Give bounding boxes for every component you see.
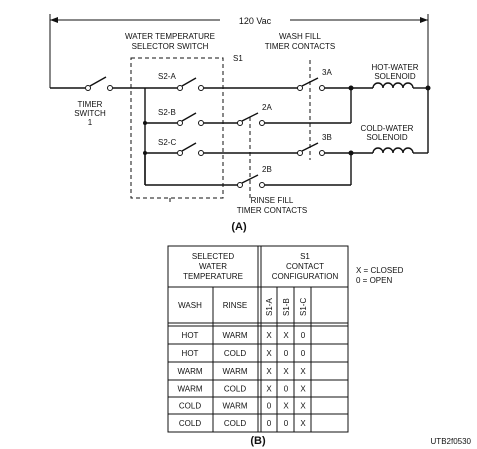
table-cell-wash: WARM bbox=[177, 385, 202, 394]
contact-2a-label: 2A bbox=[262, 103, 272, 112]
s2a-label: S2-A bbox=[158, 72, 176, 81]
supply-label: 120 Vac bbox=[239, 16, 272, 26]
table-cell-rinse: WARM bbox=[222, 402, 247, 411]
table-cell-rinse: COLD bbox=[224, 385, 246, 394]
table-cell-c: X bbox=[300, 385, 306, 394]
rinse-fill-label-2: TIMER CONTACTS bbox=[237, 206, 308, 215]
col-s1b: S1-B bbox=[282, 298, 291, 316]
col-wash: WASH bbox=[178, 301, 202, 310]
table-cell-wash: COLD bbox=[179, 402, 201, 411]
table-cell-c: X bbox=[300, 402, 306, 411]
caption-a: (A) bbox=[231, 221, 247, 233]
supply-dimension-line bbox=[49, 14, 429, 26]
header-selected-3: TEMPERATURE bbox=[183, 272, 243, 281]
selector-title-1: WATER TEMPERATURE bbox=[125, 32, 215, 41]
table-cell-a: 0 bbox=[267, 419, 272, 428]
table-cell-rinse: WARM bbox=[222, 367, 247, 376]
wash-fill-label-2: TIMER CONTACTS bbox=[265, 42, 336, 51]
table-cell-c: 0 bbox=[301, 349, 306, 358]
table-cell-c: 0 bbox=[301, 331, 306, 340]
header-selected-1: SELECTED bbox=[192, 252, 234, 261]
header-selected-2: WATER bbox=[199, 262, 227, 271]
selector-title-2: SELECTOR SWITCH bbox=[132, 42, 209, 51]
table-cell-b: 0 bbox=[284, 349, 289, 358]
table-cell-wash: HOT bbox=[182, 331, 199, 340]
figure-id: UTB2f0530 bbox=[431, 437, 472, 446]
timer-label-1: TIMER bbox=[78, 100, 103, 109]
table-cell-wash: HOT bbox=[182, 349, 199, 358]
table-cell-a: X bbox=[266, 349, 272, 358]
hot-water-solenoid bbox=[372, 82, 431, 91]
s1-label: S1 bbox=[233, 54, 243, 63]
hot-solenoid-label-1: HOT-WATER bbox=[371, 63, 418, 72]
table-cell-rinse: COLD bbox=[224, 419, 246, 428]
cold-solenoid-label-2: SOLENOID bbox=[366, 133, 408, 142]
timer-label-2: SWITCH bbox=[74, 109, 106, 118]
table-cell-b: X bbox=[283, 331, 289, 340]
table-cell-rinse: COLD bbox=[224, 349, 246, 358]
col-s1a: S1-A bbox=[265, 298, 274, 316]
caption-b: (B) bbox=[250, 435, 266, 447]
table-cell-a: X bbox=[266, 331, 272, 340]
hot-solenoid-label-2: SOLENOID bbox=[374, 72, 416, 81]
col-rinse: RINSE bbox=[223, 301, 247, 310]
timer-label-3: 1 bbox=[88, 118, 93, 127]
s2b-label: S2-B bbox=[158, 108, 176, 117]
legend-closed: X = CLOSED bbox=[356, 266, 404, 275]
header-contact: CONTACT bbox=[286, 262, 324, 271]
table-cell-wash: WARM bbox=[177, 367, 202, 376]
rinse-fill-label-1: RINSE FILL bbox=[251, 196, 294, 205]
contact-2b-label: 2B bbox=[262, 165, 272, 174]
table-cell-a: X bbox=[266, 367, 272, 376]
legend-open: 0 = OPEN bbox=[356, 276, 392, 285]
cold-solenoid-label-1: COLD-WATER bbox=[361, 124, 414, 133]
table-cell-b: X bbox=[283, 367, 289, 376]
contact-3a-label: 3A bbox=[322, 68, 332, 77]
s2c-label: S2-C bbox=[158, 138, 176, 147]
table-cell-b: 0 bbox=[284, 385, 289, 394]
table-cell-c: X bbox=[300, 419, 306, 428]
col-s1c: S1-C bbox=[299, 298, 308, 316]
timer-switch bbox=[50, 76, 145, 91]
table-cell-wash: COLD bbox=[179, 419, 201, 428]
contact-3b-label: 3B bbox=[322, 133, 332, 142]
header-configuration: CONFIGURATION bbox=[272, 272, 339, 281]
cold-water-solenoid bbox=[372, 147, 414, 154]
table-cell-rinse: WARM bbox=[222, 331, 247, 340]
header-s1: S1 bbox=[300, 252, 310, 261]
wash-fill-label-1: WASH FILL bbox=[279, 32, 321, 41]
table-cell-b: X bbox=[283, 402, 289, 411]
table-cell-c: X bbox=[300, 367, 306, 376]
selector-switch-box bbox=[130, 57, 224, 199]
table-cell-a: X bbox=[266, 385, 272, 394]
contact-table bbox=[167, 245, 349, 433]
table-cell-a: 0 bbox=[267, 402, 272, 411]
table-cell-b: 0 bbox=[284, 419, 289, 428]
